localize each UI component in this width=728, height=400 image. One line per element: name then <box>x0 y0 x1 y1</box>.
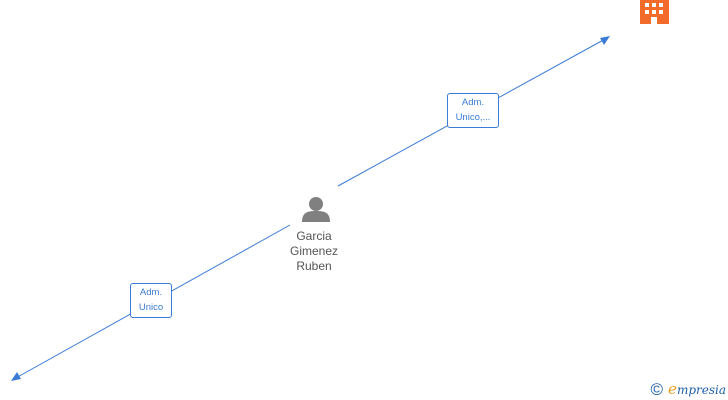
building-icon[interactable] <box>640 0 669 24</box>
brand-footer: © empresia <box>651 380 726 398</box>
edge-label-line2: Unico,... <box>455 112 491 123</box>
brand-logo-rest: mpresia <box>676 383 726 397</box>
arrowhead-bottom-icon <box>11 372 21 381</box>
person-name-line3: Ruben <box>296 259 332 273</box>
person-name-line1: Garcia <box>296 229 332 243</box>
edge-label-line1: Adm. <box>139 287 163 298</box>
person-name-line2: Gimenez <box>289 244 339 258</box>
edge-label-line2: Unico <box>138 302 164 313</box>
copyright-icon: © <box>650 379 664 399</box>
brand-logo-initial: e <box>668 380 677 398</box>
arrowhead-top-icon <box>600 36 610 45</box>
brand-logo: empresia <box>668 380 726 398</box>
person-icon[interactable] <box>302 197 330 222</box>
edge-label-line1: Adm. <box>461 97 485 108</box>
person-name-label[interactable]: Garcia Gimenez Ruben <box>274 229 354 274</box>
edge-label-adm-unico-bottom[interactable]: Adm. Unico <box>130 283 172 318</box>
edge-label-adm-unico-top[interactable]: Adm. Unico,... <box>447 93 499 128</box>
